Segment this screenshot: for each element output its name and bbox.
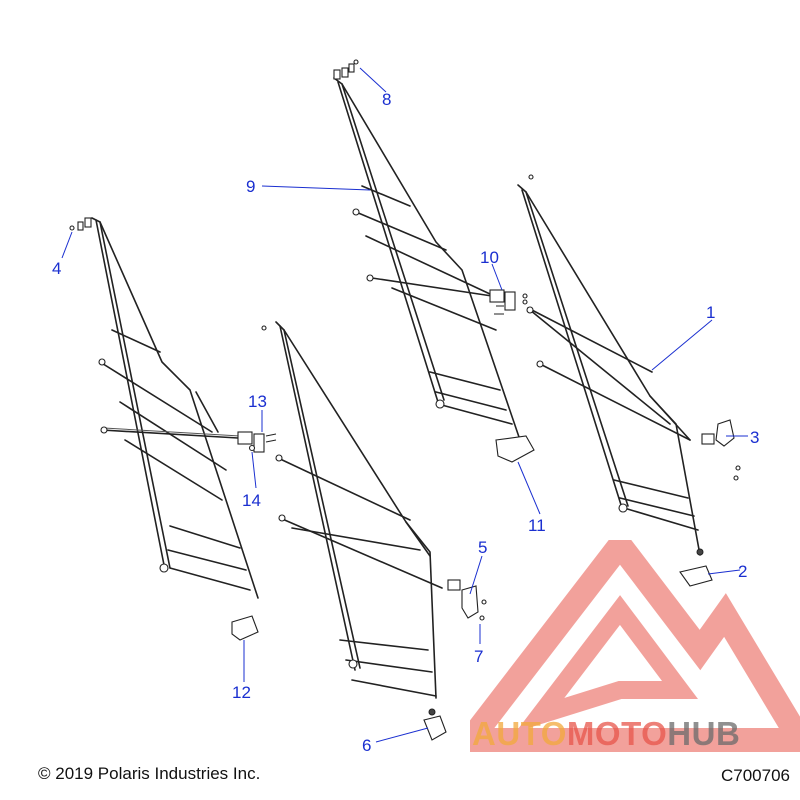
hardware [69, 59, 741, 741]
callout-7: 7 [474, 647, 483, 666]
callout-5: 5 [478, 538, 487, 557]
callouts: 1 2 3 4 5 6 7 8 9 10 11 12 13 14 [52, 67, 759, 755]
callout-8: 8 [382, 90, 391, 109]
net-frame-right-rear [333, 77, 521, 441]
watermark-logo [470, 540, 800, 752]
callout-2: 2 [738, 562, 747, 581]
callout-13: 13 [248, 392, 267, 411]
net-frame-left-front [91, 217, 259, 599]
watermark-text: AUTOMOTOHUB [472, 715, 740, 753]
callout-6: 6 [362, 736, 371, 755]
callout-9: 9 [246, 177, 255, 196]
drawing-id: C700706 [720, 766, 790, 785]
callout-10: 10 [480, 248, 499, 267]
callout-4: 4 [52, 259, 61, 278]
watermark-text-moto: MOTO [566, 715, 668, 752]
callout-11: 11 [528, 516, 546, 535]
callout-12: 12 [232, 683, 251, 702]
net-frame-left-rear [275, 321, 443, 699]
watermark-text-hub: HUB [667, 715, 741, 752]
copyright-notice: © 2019 Polaris Industries Inc. [38, 764, 261, 783]
net-frame-right-front [517, 184, 701, 556]
callout-1: 1 [706, 303, 715, 322]
callout-3: 3 [750, 428, 759, 447]
watermark-text-auto: AUTO [472, 715, 567, 752]
callout-14: 14 [242, 491, 261, 510]
